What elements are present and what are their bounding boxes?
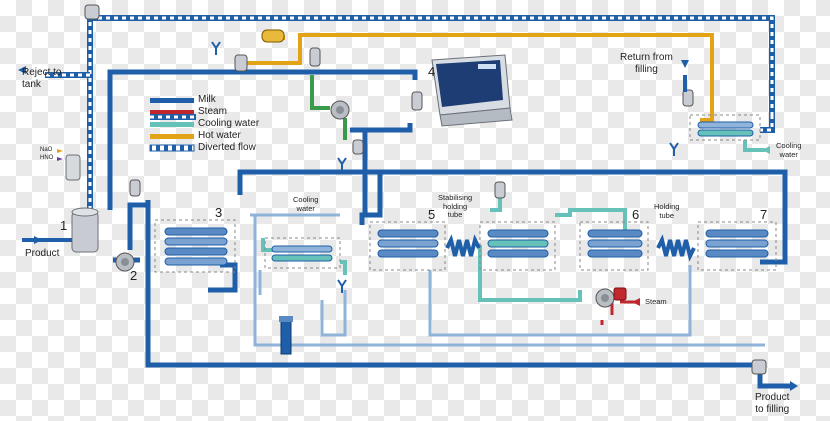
reject-to-tank-label: Reject to tank — [22, 67, 62, 90]
stabilising-holding-tube-label: Stabilising holding tube — [438, 193, 473, 220]
booster-pump — [330, 100, 350, 120]
cooling-water-lines — [261, 140, 765, 302]
legend-item-cooling-water: Cooling water — [198, 118, 259, 129]
legend-label: Diverted flow — [198, 142, 256, 153]
component-number-2: 2 — [130, 268, 138, 283]
steam-pump — [595, 288, 615, 308]
diverted-flow-lines — [45, 15, 775, 210]
drain-symbols — [211, 41, 679, 293]
heat-exchanger-7 — [697, 221, 777, 271]
hno-label: HNO — [40, 155, 54, 161]
component-number-3: 3 — [215, 205, 223, 220]
legend-label: Milk — [198, 94, 216, 105]
flow-arrows — [18, 60, 798, 391]
cooler-return — [689, 114, 761, 141]
legend-item-diverted-flow: Diverted flow — [198, 142, 256, 153]
return-from-filling-label: Return from filling — [620, 52, 673, 75]
cooling-water-left-label: Cooling water — [293, 195, 319, 213]
chemical-inlet-arrows — [57, 149, 63, 161]
component-number-4: 4 — [428, 64, 436, 79]
return-lines — [250, 213, 765, 347]
green-lines — [310, 75, 347, 140]
steam-label: Steam — [645, 297, 667, 306]
legend-item-milk: Milk — [198, 94, 216, 105]
hot-water-heater — [261, 29, 285, 43]
product-to-filling-label: Product to filling — [755, 392, 790, 415]
feed-pump — [115, 252, 135, 272]
valves — [84, 4, 767, 375]
component-number-5: 5 — [428, 207, 436, 222]
nao-label: NaO — [40, 147, 53, 153]
component-number-6: 6 — [632, 207, 640, 222]
product-in-label: Product — [25, 248, 60, 259]
holding-tube-coil — [656, 234, 696, 262]
legend-label: Steam — [198, 106, 227, 117]
heat-exchanger-6 — [579, 221, 649, 271]
legend-item-hot-water: Hot water — [198, 130, 241, 141]
legend-item-steam: Steam — [198, 106, 227, 117]
heat-exchanger-5 — [369, 221, 446, 271]
stabilising-holding-tube-coil — [445, 234, 481, 257]
heat-exchanger-stabilising — [479, 221, 556, 271]
cooling-water-pump — [279, 316, 293, 355]
legend-label: Cooling water — [198, 118, 260, 129]
legend-swatches — [149, 98, 195, 152]
cooler-small — [264, 237, 341, 269]
control-panel — [431, 54, 513, 127]
legend-label: Hot water — [198, 130, 241, 141]
cooling-water-right-label: Cooling water — [776, 141, 802, 159]
balance-tank — [65, 154, 99, 253]
component-number-1: 1 — [60, 218, 68, 233]
holding-tube-label: Holding tube — [654, 202, 680, 220]
component-number-7: 7 — [760, 207, 768, 222]
heat-exchanger-3 — [154, 219, 236, 273]
